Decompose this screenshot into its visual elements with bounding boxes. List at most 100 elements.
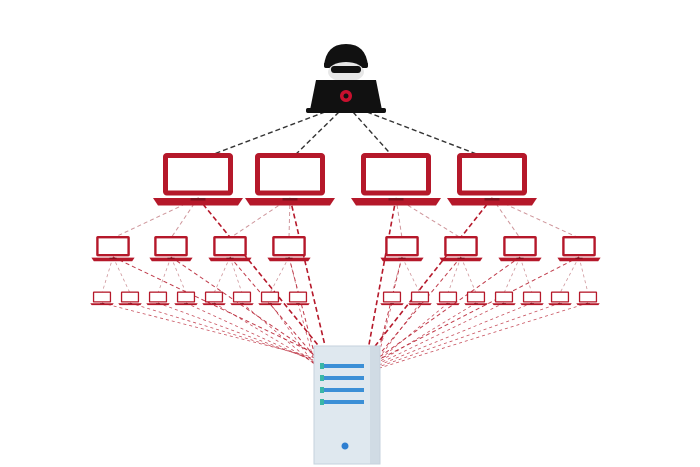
- laptop-hinge: [558, 303, 562, 304]
- relay-line: [112, 256, 131, 294]
- laptop-base: [380, 257, 424, 262]
- laptop-hinge: [100, 303, 104, 304]
- laptop-screen: [98, 238, 128, 254]
- laptop-screen: [168, 158, 228, 191]
- laptop-screen: [178, 292, 194, 302]
- laptop-screen: [446, 238, 476, 254]
- black-laptop-icon: [306, 80, 386, 113]
- laptop-hinge: [268, 303, 272, 304]
- laptop-hinge: [586, 303, 590, 304]
- laptop-icon: [498, 236, 542, 262]
- laptop-screen: [274, 238, 304, 254]
- laptop-icon: [245, 153, 335, 206]
- attack-line: [377, 302, 589, 369]
- laptop-screen: [580, 292, 596, 302]
- attack-line: [112, 256, 317, 355]
- relay-line: [269, 256, 290, 294]
- attack-line: [297, 302, 317, 369]
- laptop-icon: [439, 236, 483, 262]
- laptop-base: [258, 303, 282, 306]
- laptop-icon: [149, 236, 193, 262]
- laptop-icon: [286, 291, 310, 306]
- server-drive-led: [320, 399, 324, 405]
- laptop-hinge: [240, 303, 244, 304]
- attack-line: [288, 256, 317, 361]
- laptop-base: [408, 303, 432, 306]
- laptop-screen: [552, 292, 568, 302]
- laptop-screen: [94, 292, 110, 302]
- laptop-base: [149, 257, 193, 262]
- laptop-base: [174, 303, 198, 306]
- laptop-hinge: [502, 303, 506, 304]
- attack-line: [377, 256, 462, 357]
- laptop-screen: [234, 292, 250, 302]
- laptop-base: [245, 198, 335, 206]
- command-line: [366, 111, 493, 161]
- attack-line: [157, 302, 317, 362]
- server-drive-led: [320, 363, 324, 369]
- laptop-icon: [557, 236, 601, 262]
- attacker-logo-center: [343, 93, 349, 99]
- server-drive-bar: [324, 376, 364, 380]
- hacker-glasses: [331, 66, 361, 73]
- relay-line: [157, 256, 172, 294]
- laptop-base: [464, 303, 488, 306]
- laptop-hinge: [575, 257, 583, 259]
- laptop-hinge: [398, 257, 406, 259]
- laptop-hinge: [530, 303, 534, 304]
- server-drive-led: [320, 375, 324, 381]
- command-line: [352, 111, 397, 161]
- laptop-icon: [118, 291, 142, 306]
- relay-line: [460, 256, 477, 294]
- hacker-beanie: [324, 44, 368, 66]
- attack-line: [377, 302, 533, 366]
- relay-line: [229, 256, 243, 294]
- laptop-screen: [384, 292, 400, 302]
- laptop-hinge: [128, 303, 132, 304]
- relay-line: [101, 256, 114, 294]
- attack-line: [241, 302, 317, 366]
- command-line: [197, 111, 326, 161]
- laptop-icon: [208, 236, 252, 262]
- attack-line: [213, 302, 317, 365]
- relay-line: [519, 256, 533, 294]
- laptop-hinge: [388, 198, 404, 201]
- diagram-nodes: [90, 44, 601, 465]
- laptop-hinge: [516, 257, 524, 259]
- laptop-screen: [505, 238, 535, 254]
- laptop-hinge: [390, 303, 394, 304]
- laptop-hinge: [296, 303, 300, 304]
- laptop-base: [351, 198, 441, 206]
- laptop-icon: [436, 291, 460, 306]
- laptop-hinge: [156, 303, 160, 304]
- laptop-base: [286, 303, 310, 306]
- laptop-screen: [366, 158, 426, 191]
- laptop-base: [267, 257, 311, 262]
- server-drive-bar: [324, 388, 364, 392]
- attack-line: [377, 256, 521, 359]
- laptop-base: [380, 303, 404, 306]
- server-power-led: [341, 442, 349, 450]
- laptop-icon: [153, 153, 243, 206]
- laptop-base: [118, 303, 142, 306]
- laptop-icon: [267, 236, 311, 262]
- server-icon: [313, 345, 381, 465]
- laptop-base: [202, 303, 226, 306]
- attack-line: [367, 197, 397, 351]
- relay-line: [401, 256, 421, 294]
- laptop-base: [230, 303, 254, 306]
- laptop-base: [492, 303, 516, 306]
- laptop-base: [520, 303, 544, 306]
- laptop-screen: [564, 238, 594, 254]
- laptop-hinge: [446, 303, 450, 304]
- laptop-base: [146, 303, 170, 306]
- laptop-screen: [412, 292, 428, 302]
- laptop-base: [557, 257, 601, 262]
- laptop-hinge: [474, 303, 478, 304]
- laptop-icon: [174, 291, 198, 306]
- server-drive-bar: [324, 400, 364, 404]
- laptop-icon: [90, 291, 114, 306]
- laptop-base: [576, 303, 600, 306]
